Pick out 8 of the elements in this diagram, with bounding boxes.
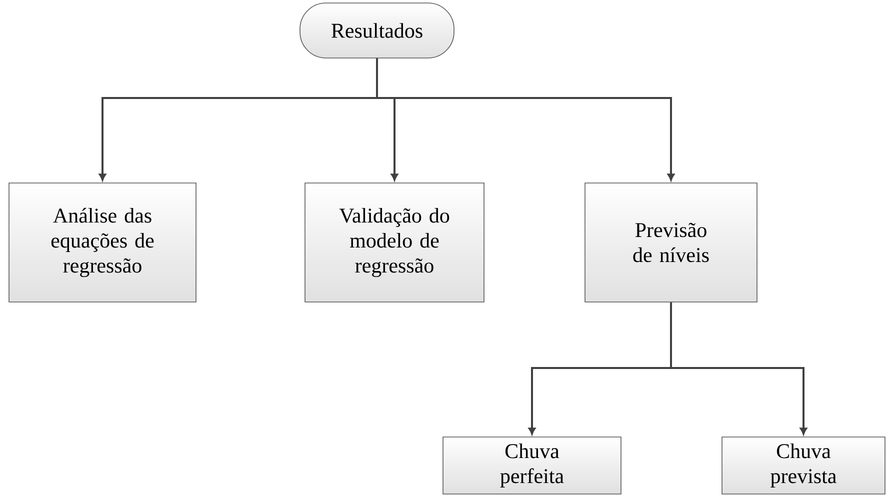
start-box: Resultados bbox=[300, 2, 454, 58]
arrow bbox=[376, 58, 675, 181]
process-box: Previsão de níveis bbox=[584, 182, 758, 302]
arrow bbox=[670, 302, 808, 435]
process-box: Análise das equações de regressão bbox=[8, 182, 196, 302]
process-box: Validação do modelo de regressão bbox=[304, 182, 484, 302]
process-box: Chuva prevista bbox=[722, 436, 886, 494]
process-box: Chuva perfeita bbox=[442, 436, 622, 494]
